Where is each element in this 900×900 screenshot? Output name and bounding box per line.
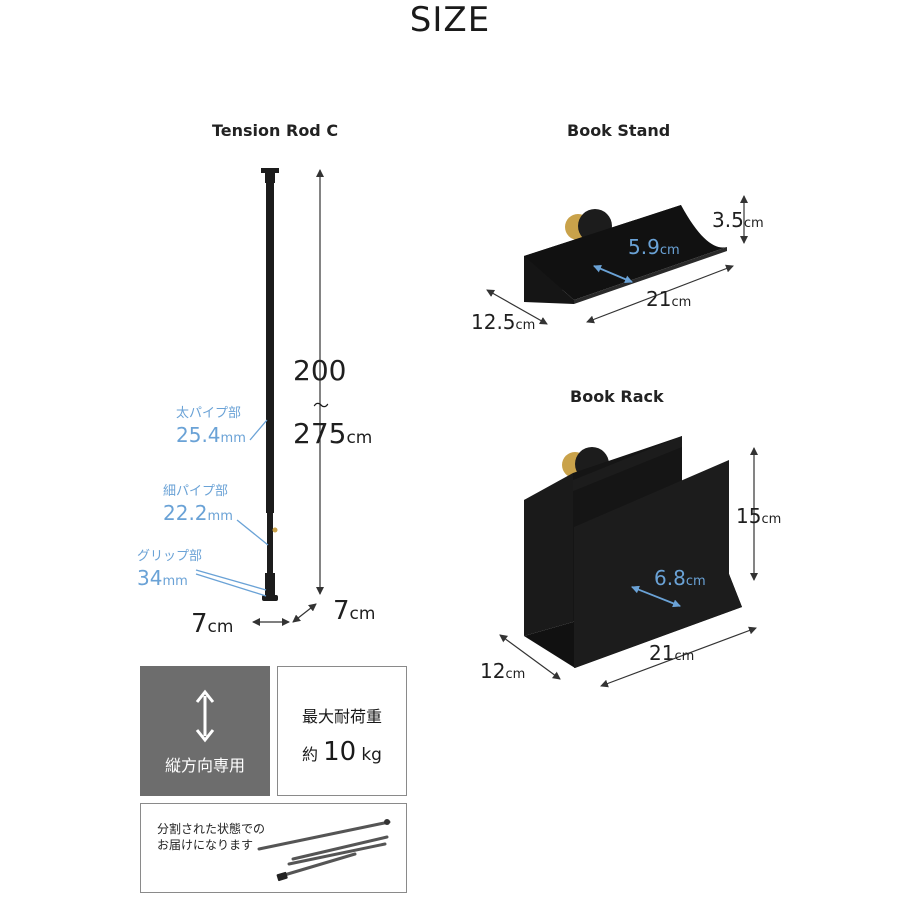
- grip-unit: mm: [162, 574, 188, 589]
- rod-height-min: 200: [293, 354, 347, 387]
- grip-group: 34mm: [137, 566, 188, 590]
- page-title: SIZE: [409, 0, 491, 40]
- max-load-prefix: 約: [302, 745, 319, 764]
- rod-height-unit: cm: [346, 428, 373, 448]
- thick-pipe-group: 25.4mm: [176, 423, 246, 447]
- rod-height-max-group: 275cm: [293, 417, 372, 450]
- grip-label: グリップ部: [137, 549, 203, 564]
- thin-pipe-label: 細パイプ部: [163, 484, 229, 499]
- tension-rod-illustration: [261, 168, 279, 601]
- max-load-value-group: 約 10 kg: [278, 737, 406, 767]
- grip-leader-1: [195, 569, 267, 591]
- stand-depth-arrow: [486, 289, 548, 325]
- rack-depth-unit: cm: [505, 667, 526, 682]
- book-stand-heading: Book Stand: [567, 121, 671, 140]
- stand-width-group: 21cm: [646, 287, 691, 311]
- book-rack-heading: Book Rack: [570, 387, 664, 406]
- rack-width-arrow: [600, 626, 757, 688]
- rack-width-group: 21cm: [649, 641, 694, 665]
- thick-pipe-unit: mm: [220, 431, 246, 446]
- base-width-value: 7: [191, 609, 208, 639]
- book-rack-illustration: [524, 436, 742, 668]
- thin-pipe-unit: mm: [207, 509, 233, 524]
- max-load-badge: 最大耐荷重 約 10 kg: [277, 666, 407, 796]
- stand-width-value: 21: [646, 287, 672, 311]
- thick-pipe-label: 太パイプ部: [176, 406, 242, 421]
- rack-depth-group: 12cm: [480, 659, 525, 683]
- max-load-unit: kg: [361, 745, 382, 765]
- stand-width-arrow: [586, 264, 734, 324]
- base-width-unit: cm: [207, 617, 234, 637]
- base-width-group: 7cm: [191, 609, 233, 639]
- base-depth-unit: cm: [349, 604, 376, 624]
- rack-inner-unit: cm: [685, 574, 706, 589]
- rack-width-unit: cm: [674, 649, 695, 664]
- thin-pipe-value: 22.2: [163, 501, 208, 525]
- delivery-note-line1: 分割された状態での: [157, 822, 266, 836]
- grip-value: 34: [137, 566, 163, 590]
- stand-height-value: 3.5: [712, 208, 744, 232]
- stand-depth-group: 12.5cm: [471, 310, 535, 334]
- tension-rod-heading: Tension Rod C: [212, 121, 339, 140]
- stand-height-group: 3.5cm: [712, 208, 764, 232]
- thin-pipe-leader: [236, 519, 269, 546]
- stand-depth-unit: cm: [515, 318, 536, 333]
- base-depth-arrow: [292, 603, 317, 623]
- rack-height-group: 15cm: [736, 504, 781, 528]
- vertical-arrow-icon: [195, 689, 215, 743]
- stand-inner-group: 5.9cm: [628, 235, 680, 259]
- rack-height-unit: cm: [761, 512, 782, 527]
- stand-height-unit: cm: [743, 216, 764, 231]
- stand-width-unit: cm: [671, 295, 692, 310]
- book-stand-illustration: [524, 205, 727, 304]
- rod-height-max: 275: [293, 417, 347, 450]
- rod-height-separator: 〜: [313, 396, 330, 415]
- rack-depth-value: 12: [480, 659, 506, 683]
- stand-depth-value: 12.5: [471, 310, 516, 334]
- rack-height-value: 15: [736, 504, 762, 528]
- rack-inner-arrow: [631, 585, 681, 608]
- thin-pipe-group: 22.2mm: [163, 501, 233, 525]
- thick-pipe-leader: [249, 419, 268, 441]
- rack-depth-arrow: [499, 634, 561, 680]
- vertical-only-badge: 縦方向専用: [140, 666, 270, 796]
- stand-inner-unit: cm: [659, 243, 680, 258]
- rack-width-value: 21: [649, 641, 675, 665]
- delivery-note-line2: お届けになります: [157, 838, 254, 852]
- base-depth-value: 7: [333, 596, 350, 626]
- vertical-only-label: 縦方向専用: [164, 756, 245, 775]
- max-load-value: 10: [323, 737, 357, 767]
- delivery-note-box: 分割された状態での お届けになります: [140, 803, 407, 893]
- rack-inner-value: 6.8: [654, 566, 686, 590]
- stand-inner-value: 5.9: [628, 235, 660, 259]
- max-load-label: 最大耐荷重: [301, 707, 382, 726]
- grip-leader-2: [195, 573, 267, 597]
- split-rod-parts-illustration: [257, 819, 391, 882]
- rack-inner-group: 6.8cm: [654, 566, 706, 590]
- base-depth-group: 7cm: [333, 596, 375, 626]
- thick-pipe-value: 25.4: [176, 423, 221, 447]
